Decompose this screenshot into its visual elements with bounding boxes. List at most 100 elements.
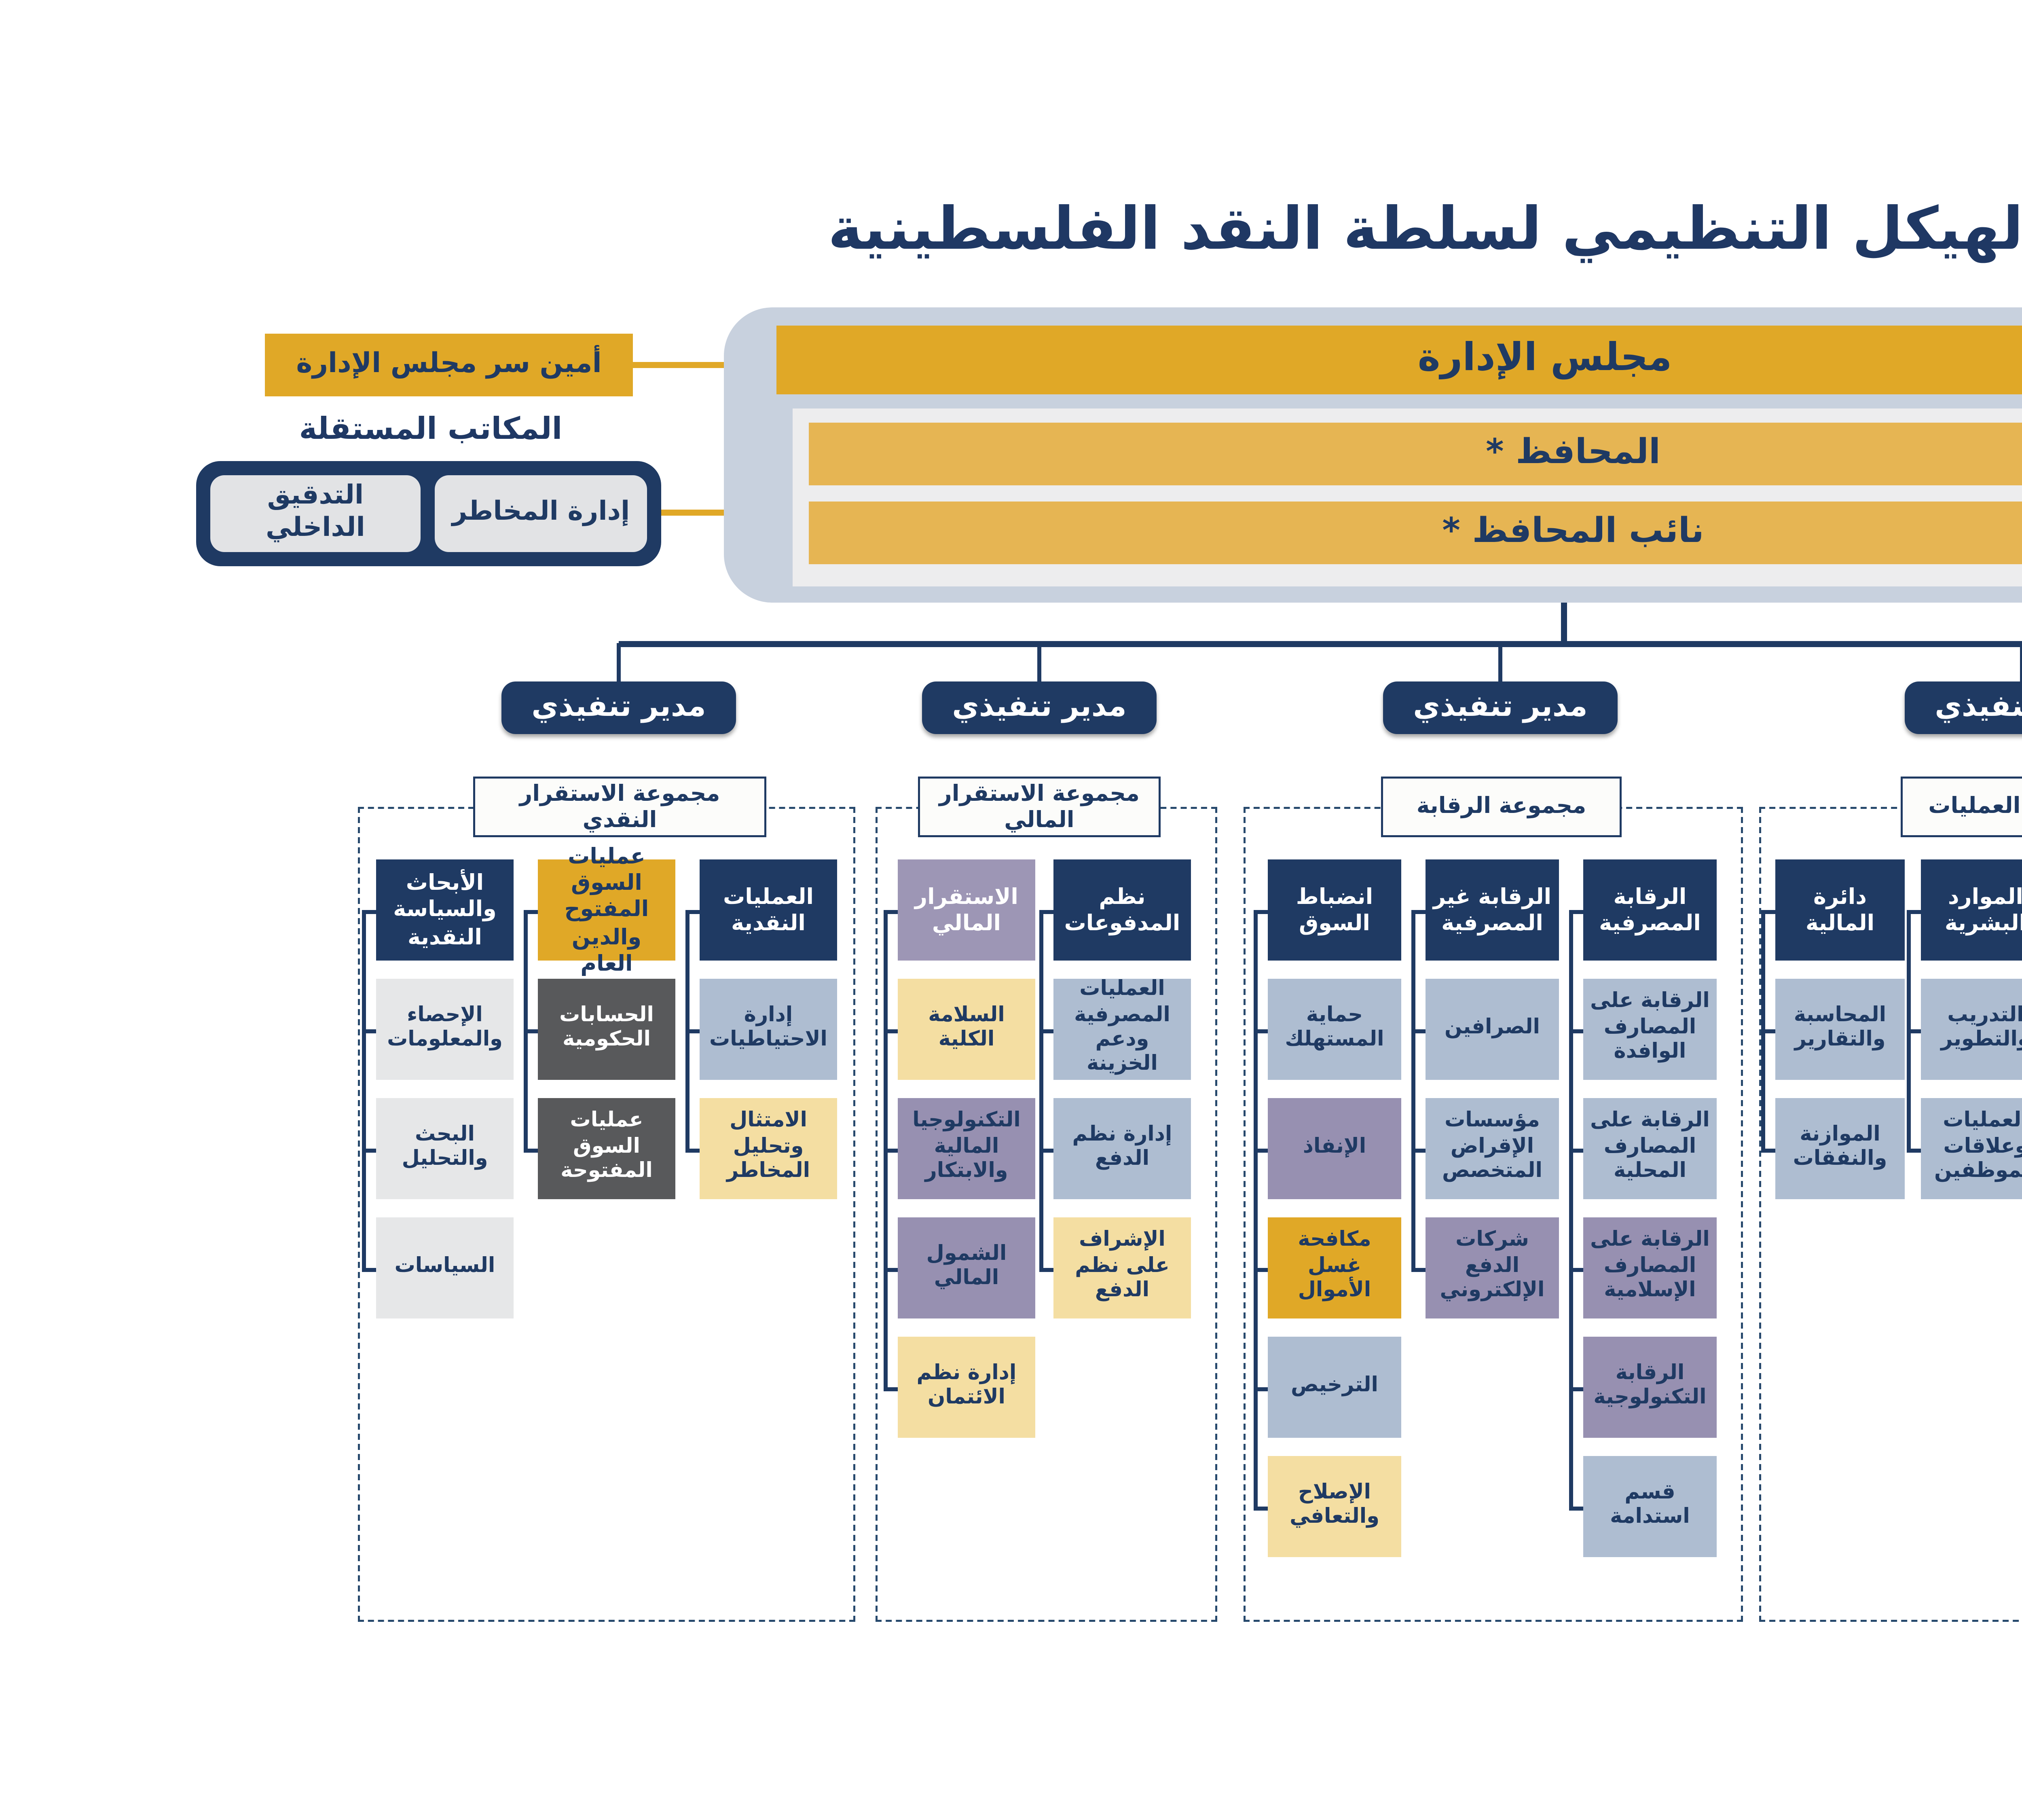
group-1-col-1-dept-box: التكنولوجيا المالية والابتكار (898, 1098, 1035, 1199)
group-0-col-2-child-stub (362, 1029, 376, 1033)
group-0-drop-line (617, 643, 621, 681)
group-1-executive-badge: مدير تنفيذي (922, 681, 1157, 734)
group-2-col-2-connector (1254, 910, 1257, 1510)
internal-audit-box: التدقيق الداخلي (210, 475, 421, 552)
group-3-col-2-header-stub (1907, 910, 1921, 914)
group-3-drop-line (2020, 643, 2022, 681)
group-2-col-0-dept-box: الرقابة التكنولوجية (1583, 1337, 1717, 1438)
group-0-col-1-connector (524, 910, 527, 1152)
group-3-col-3-header: دائرة المالية (1775, 859, 1905, 961)
governor-bar: المحافظ * (809, 423, 2022, 485)
group-0-col-0-child-stub (685, 1029, 700, 1033)
group-0-col-2-header-stub (362, 910, 376, 914)
group-0-col-1-dept-box: عمليات السوق المفتوحة (538, 1098, 675, 1199)
group-3-col-2-connector (1907, 910, 1910, 1152)
group-0-col-2-header: الأبحاث والسياسة النقدية (376, 859, 514, 961)
group-2-col-2-dept-box: الإنفاذ (1268, 1098, 1401, 1199)
group-2-col-0-header-stub (1569, 910, 1583, 914)
group-2-col-1-header: الرقابة غير المصرفية (1426, 859, 1559, 961)
group-3-col-2-dept-box: التدريب والتطوير (1921, 979, 2022, 1080)
group-2-col-2-dept-box: مكافحة غسل الأموال (1268, 1217, 1401, 1318)
group-1-col-0-child-stub (1039, 1268, 1053, 1272)
group-2-col-0-dept-box: الرقابة على المصارف الوافدة (1583, 979, 1717, 1080)
group-3-title: مجموعة العمليات (1901, 777, 2022, 837)
group-1-col-1-dept-box: إدارة نظم الائتمان (898, 1337, 1035, 1438)
group-2-col-2-child-stub (1254, 1507, 1268, 1510)
group-2-executive-badge: مدير تنفيذي (1383, 681, 1618, 734)
group-2-col-2-child-stub (1254, 1029, 1268, 1033)
group-0-col-0-dept-box: الامتثال وتحليل المخاطر (700, 1098, 837, 1199)
group-0-col-2-child-stub (362, 1268, 376, 1272)
group-2-col-2-dept-box: الترخيص (1268, 1337, 1401, 1438)
main-distribution-line (619, 641, 2022, 647)
group-2-col-2-dept-box: الإصلاح والتعافي (1268, 1456, 1401, 1557)
group-3-dashed-border (1759, 807, 2022, 1622)
group-2-col-1-header-stub (1411, 910, 1426, 914)
group-2-col-0-dept-box: الرقابة على المصارف المحلية (1583, 1098, 1717, 1199)
group-2-col-0-connector (1569, 910, 1573, 1510)
group-2-col-0-child-stub (1569, 1268, 1583, 1272)
group-0-col-2-child-stub (362, 1149, 376, 1152)
group-0-col-1-child-stub (524, 1029, 538, 1033)
group-1-col-1-header-stub (884, 910, 898, 914)
group-1-col-0-child-stub (1039, 1029, 1053, 1033)
secretary-connector-line (633, 362, 724, 368)
group-1-col-0-header: نظم المدفوعات (1053, 859, 1191, 961)
group-0-col-2-connector (362, 910, 366, 1272)
group-3-col-3-child-stub (1761, 1149, 1775, 1152)
deputy-governor-bar: نائب المحافظ * (809, 502, 2022, 564)
group-2-col-0-child-stub (1569, 1149, 1583, 1152)
group-3-col-3-dept-box: الموازنة والنفقات (1775, 1098, 1905, 1199)
independent-offices-label: المكاتب المستقلة (299, 410, 563, 447)
group-2-col-2-header-stub (1254, 910, 1268, 914)
group-1-col-1-child-stub (884, 1149, 898, 1152)
group-1-title: مجموعة الاستقرار المالي (918, 777, 1161, 837)
group-1-col-1-dept-box: الشمول المالي (898, 1217, 1035, 1318)
group-2-col-2-child-stub (1254, 1268, 1268, 1272)
group-1-col-1-child-stub (884, 1387, 898, 1391)
group-1-col-0-header-stub (1039, 910, 1053, 914)
group-0-col-2-dept-box: البحث والتحليل (376, 1098, 514, 1199)
group-0-col-1-header: عمليات السوق المفتوح والدين العام (538, 843, 675, 976)
group-0-col-0-dept-box: إدارة الاحتياطيات (700, 979, 837, 1080)
group-2-col-2-child-stub (1254, 1387, 1268, 1391)
group-2-col-1-child-stub (1411, 1149, 1426, 1152)
group-2-col-1-connector (1411, 910, 1415, 1272)
group-3-col-3-child-stub (1761, 1029, 1775, 1033)
group-3-executive-badge: مدير تنفيذي (1905, 681, 2022, 734)
group-0-col-0-child-stub (685, 1149, 700, 1152)
risk-management-box: إدارة المخاطر (435, 475, 647, 552)
group-1-col-1-connector (884, 910, 887, 1391)
group-2-col-0-dept-box: الرقابة على المصارف الإسلامية (1583, 1217, 1717, 1318)
group-2-col-2-dept-box: حماية المستهلك (1268, 979, 1401, 1080)
group-0-col-2-dept-box: الإحصاء والمعلومات (376, 979, 514, 1080)
independent-offices-connector-line (661, 510, 724, 516)
group-2-col-1-dept-box: الصرافين (1426, 979, 1559, 1080)
group-1-col-0-dept-box: العمليات المصرفية ودعم الخزينة (1053, 979, 1191, 1080)
group-0-col-0-header-stub (685, 910, 700, 914)
group-2-col-0-child-stub (1569, 1029, 1583, 1033)
group-2-title: مجموعة الرقابة (1381, 777, 1622, 837)
group-0-col-1-header-stub (524, 910, 538, 914)
group-2-drop-line (1498, 643, 1502, 681)
group-2-col-2-child-stub (1254, 1149, 1268, 1152)
group-1-col-1-child-stub (884, 1029, 898, 1033)
main-trunk-line (1561, 603, 1567, 643)
group-1-col-0-child-stub (1039, 1149, 1053, 1152)
group-2-col-2-header: انضباط السوق (1268, 859, 1401, 961)
group-1-col-1-child-stub (884, 1268, 898, 1272)
group-3-col-2-child-stub (1907, 1029, 1921, 1033)
group-1-drop-line (1037, 643, 1041, 681)
group-2-col-0-child-stub (1569, 1507, 1583, 1510)
group-2-col-1-child-stub (1411, 1268, 1426, 1272)
group-0-col-2-dept-box: السياسات (376, 1217, 514, 1318)
page-title: الهيكل التنظيمي لسلطة النقد الفلسطينية (828, 194, 2022, 263)
group-1-col-0-dept-box: إدارة نظم الدفع (1053, 1098, 1191, 1199)
group-0-executive-badge: مدير تنفيذي (501, 681, 736, 734)
group-0-col-1-dept-box: الحسابات الحكومية (538, 979, 675, 1080)
group-1-col-1-header: الاستقرار المالي (898, 859, 1035, 961)
group-2-col-1-child-stub (1411, 1029, 1426, 1033)
group-3-col-3-header-stub (1761, 910, 1775, 914)
group-1-col-0-dept-box: الإشراف على نظم الدفع (1053, 1217, 1191, 1318)
